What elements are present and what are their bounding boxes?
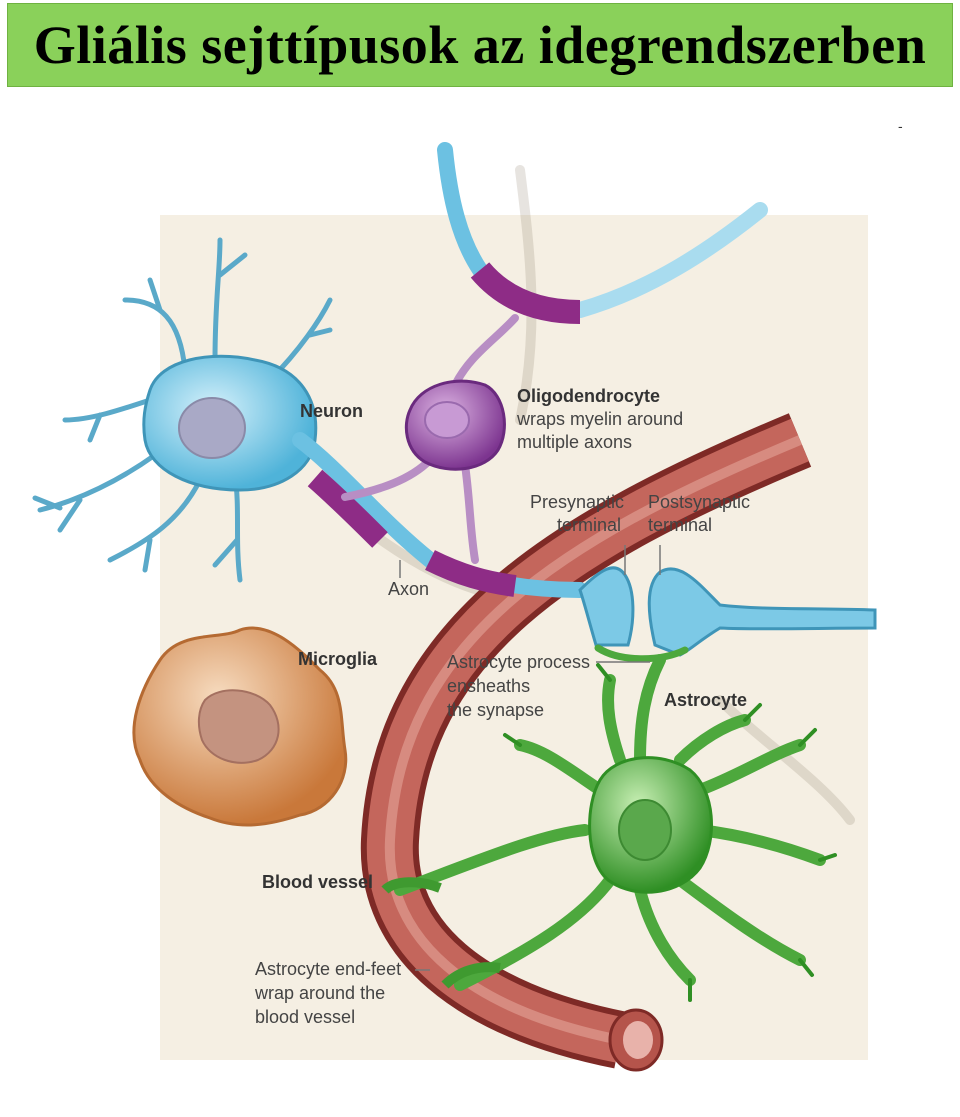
oligodendrocyte-processes xyxy=(341,314,519,564)
astrocyte-process-ensheathing xyxy=(594,644,689,663)
label-postsynaptic-1: Postsynaptic xyxy=(648,492,750,512)
label-microglia: Microglia xyxy=(298,649,378,669)
label-end-feet-1: Astrocyte end-feet xyxy=(255,959,401,979)
label-postsynaptic-2: terminal xyxy=(648,515,712,535)
label-presynaptic-1: Presynaptic xyxy=(530,492,624,512)
label-presynaptic-2: terminal xyxy=(557,515,621,535)
label-astrocyte-process-3: the synapse xyxy=(447,700,544,720)
label-end-feet-3: blood vessel xyxy=(255,1007,355,1027)
axon xyxy=(292,432,588,598)
astrocyte-process-tips xyxy=(503,663,837,1002)
oligodendrocyte-nucleus xyxy=(424,401,470,439)
label-astrocyte-process-1: Astrocyte process xyxy=(447,652,590,672)
label-blood-vessel: Blood vessel xyxy=(262,872,373,892)
label-axon: Axon xyxy=(388,579,429,599)
leader-lines xyxy=(399,545,661,971)
blood-vessel xyxy=(360,413,812,1072)
label-oligodendrocyte-desc-1: wraps myelin around xyxy=(516,409,683,429)
astrocyte-nucleus xyxy=(618,799,672,861)
label-astrocyte-process-2: ensheaths xyxy=(447,676,530,696)
synapse xyxy=(578,566,877,663)
neuron-dendrites xyxy=(32,237,333,583)
label-oligodendrocyte: Oligodendrocyte xyxy=(517,386,660,406)
label-end-feet-2: wrap around the xyxy=(254,983,385,1003)
label-neuron: Neuron xyxy=(300,401,363,421)
label-astrocyte: Astrocyte xyxy=(664,690,747,710)
neuron-nucleus xyxy=(178,397,246,459)
stray-mark: - xyxy=(898,118,903,134)
microglia-nucleus xyxy=(197,689,280,764)
astrocyte-end-feet xyxy=(381,877,501,989)
title-bar: Gliális sejttípusok az idegrendszerben xyxy=(7,3,953,87)
label-oligodendrocyte-desc-2: multiple axons xyxy=(517,432,632,452)
upper-axons xyxy=(437,142,768,324)
presynaptic-terminal xyxy=(578,566,635,647)
page-title: Gliális sejttípusok az idegrendszerben xyxy=(33,15,927,75)
